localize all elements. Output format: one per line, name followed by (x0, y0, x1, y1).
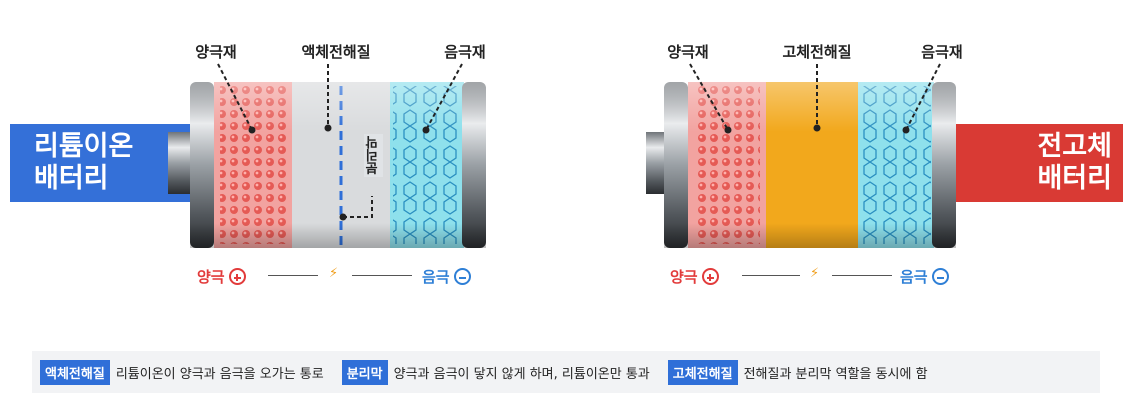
legend-box: 액체전해질 리튬이온이 양극과 음극을 오가는 통로 분리막 양극과 음극이 닿… (32, 351, 1100, 393)
wire-left-b (352, 275, 412, 276)
solid-label-line2: 배터리 (1037, 163, 1112, 194)
wire-right-a (742, 275, 800, 276)
anode-label-2: 음극재 (921, 43, 963, 61)
cathode-pointer-dot (248, 126, 256, 134)
battery-shading-2 (664, 82, 956, 248)
legend-tag-solid: 고체전해질 (667, 359, 738, 385)
solid-electrolyte-label: 고체전해질 (782, 43, 852, 61)
lithium-ion-label: 리튬이온 배터리 (34, 129, 133, 197)
plus-circle-icon-2 (701, 268, 719, 285)
minus-circle-icon-2 (931, 268, 949, 285)
anode-pointer-dot-2 (902, 126, 910, 134)
negative-pole-right: 음극 (900, 266, 949, 287)
positive-pole-left: 양극 (197, 266, 246, 287)
legend-tag-separator: 분리막 (341, 359, 388, 385)
minus-circle-icon (453, 268, 471, 285)
separator-label: 분리막 (364, 134, 383, 177)
positive-label: 양극 (197, 268, 225, 286)
positive-pole-right: 양극 (670, 266, 719, 287)
legend-desc-separator: 양극과 음극이 닿지 않게 하며, 리튬이온만 통과 (393, 366, 650, 382)
cathode-pointer-dot-2 (724, 126, 732, 134)
lithium-ion-battery (10, 63, 486, 248)
plus-circle-icon (228, 268, 246, 285)
anode-pointer (425, 63, 463, 131)
cathode-pointer-2 (689, 63, 729, 131)
negative-label-2: 음극 (900, 268, 928, 286)
anode-pointer-dot (422, 126, 430, 134)
solid-state-label: 전고체 배터리 (1020, 129, 1112, 197)
cathode-pointer (217, 63, 253, 131)
cathode-label-2: 양극재 (667, 43, 709, 61)
separator-pointer-dot (339, 213, 347, 221)
solid-label-bg (943, 124, 1123, 202)
solid-state-battery (646, 63, 1123, 248)
lithium-label-bg (10, 124, 195, 202)
negative-pole-left: 음극 (422, 266, 471, 287)
legend-tag-liquid: 액체전해질 (40, 359, 110, 385)
legend-desc-liquid: 리튬이온이 양극과 음극을 오가는 통로 (115, 366, 324, 382)
batteries-svg (10, 63, 1123, 248)
wire-left-a (268, 275, 318, 276)
solid-label-line1: 전고체 (1037, 131, 1112, 162)
solid-electrolyte-pointer-dot (813, 124, 821, 132)
legend-desc-solid: 전해질과 분리막 역할을 동시에 함 (743, 366, 928, 382)
liquid-electrolyte-label: 액체전해질 (301, 43, 371, 61)
negative-label: 음극 (422, 268, 450, 286)
lithium-label-line1: 리튬이온 (34, 131, 134, 162)
lithium-label-line2: 배터리 (34, 163, 109, 194)
anode-pointer-2 (905, 63, 941, 131)
anode-label: 음극재 (444, 43, 486, 61)
electrolyte-pointer-dot (324, 124, 332, 132)
lightning-icon-2: ⚡ (810, 266, 820, 281)
cathode-label: 양극재 (195, 43, 237, 61)
positive-label-2: 양극 (670, 268, 698, 286)
separator-pointer (343, 196, 373, 218)
wire-right-b (832, 275, 892, 276)
battery-shading (190, 82, 486, 248)
lightning-icon: ⚡ (329, 266, 339, 281)
